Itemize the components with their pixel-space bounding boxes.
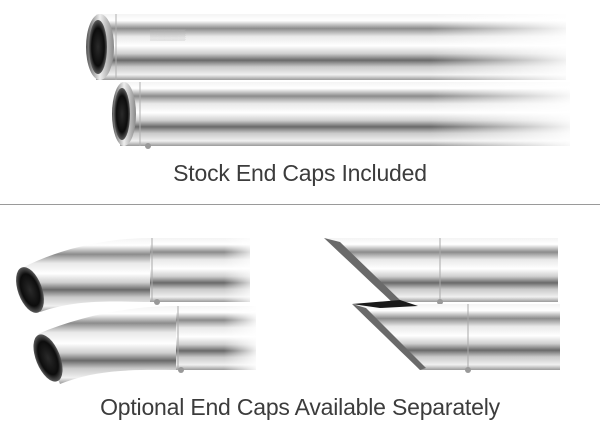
optional-caps-caption: Optional End Caps Available Separately xyxy=(100,394,500,420)
section-divider xyxy=(0,204,600,205)
stock-caps-caption: Stock End Caps Included xyxy=(173,160,427,186)
